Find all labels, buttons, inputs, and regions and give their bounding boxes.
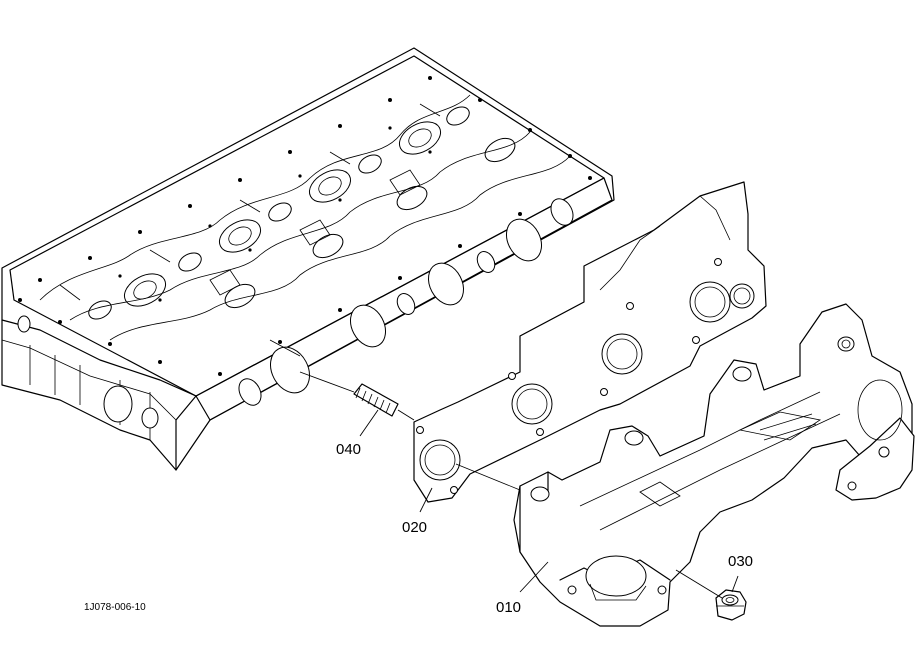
flange-nut — [675, 569, 747, 621]
callout-030: 030 — [728, 553, 753, 593]
callout-010: 010 — [496, 561, 549, 616]
head-exhaust-ports — [238, 198, 574, 406]
exhaust-manifold — [455, 303, 915, 627]
exhaust-gasket — [413, 181, 767, 503]
callout-label-010: 010 — [496, 599, 521, 616]
stud-bolt — [299, 371, 415, 421]
callout-label-020: 020 — [402, 519, 427, 536]
cylinder-head — [1, 47, 615, 471]
callout-label-040: 040 — [336, 441, 361, 458]
callout-label-030: 030 — [728, 553, 753, 570]
callout-020: 020 — [402, 487, 433, 536]
drawing-reference: 1J078-006-10 — [84, 602, 146, 613]
callout-040: 040 — [336, 409, 379, 458]
head-deck-details — [18, 76, 592, 376]
